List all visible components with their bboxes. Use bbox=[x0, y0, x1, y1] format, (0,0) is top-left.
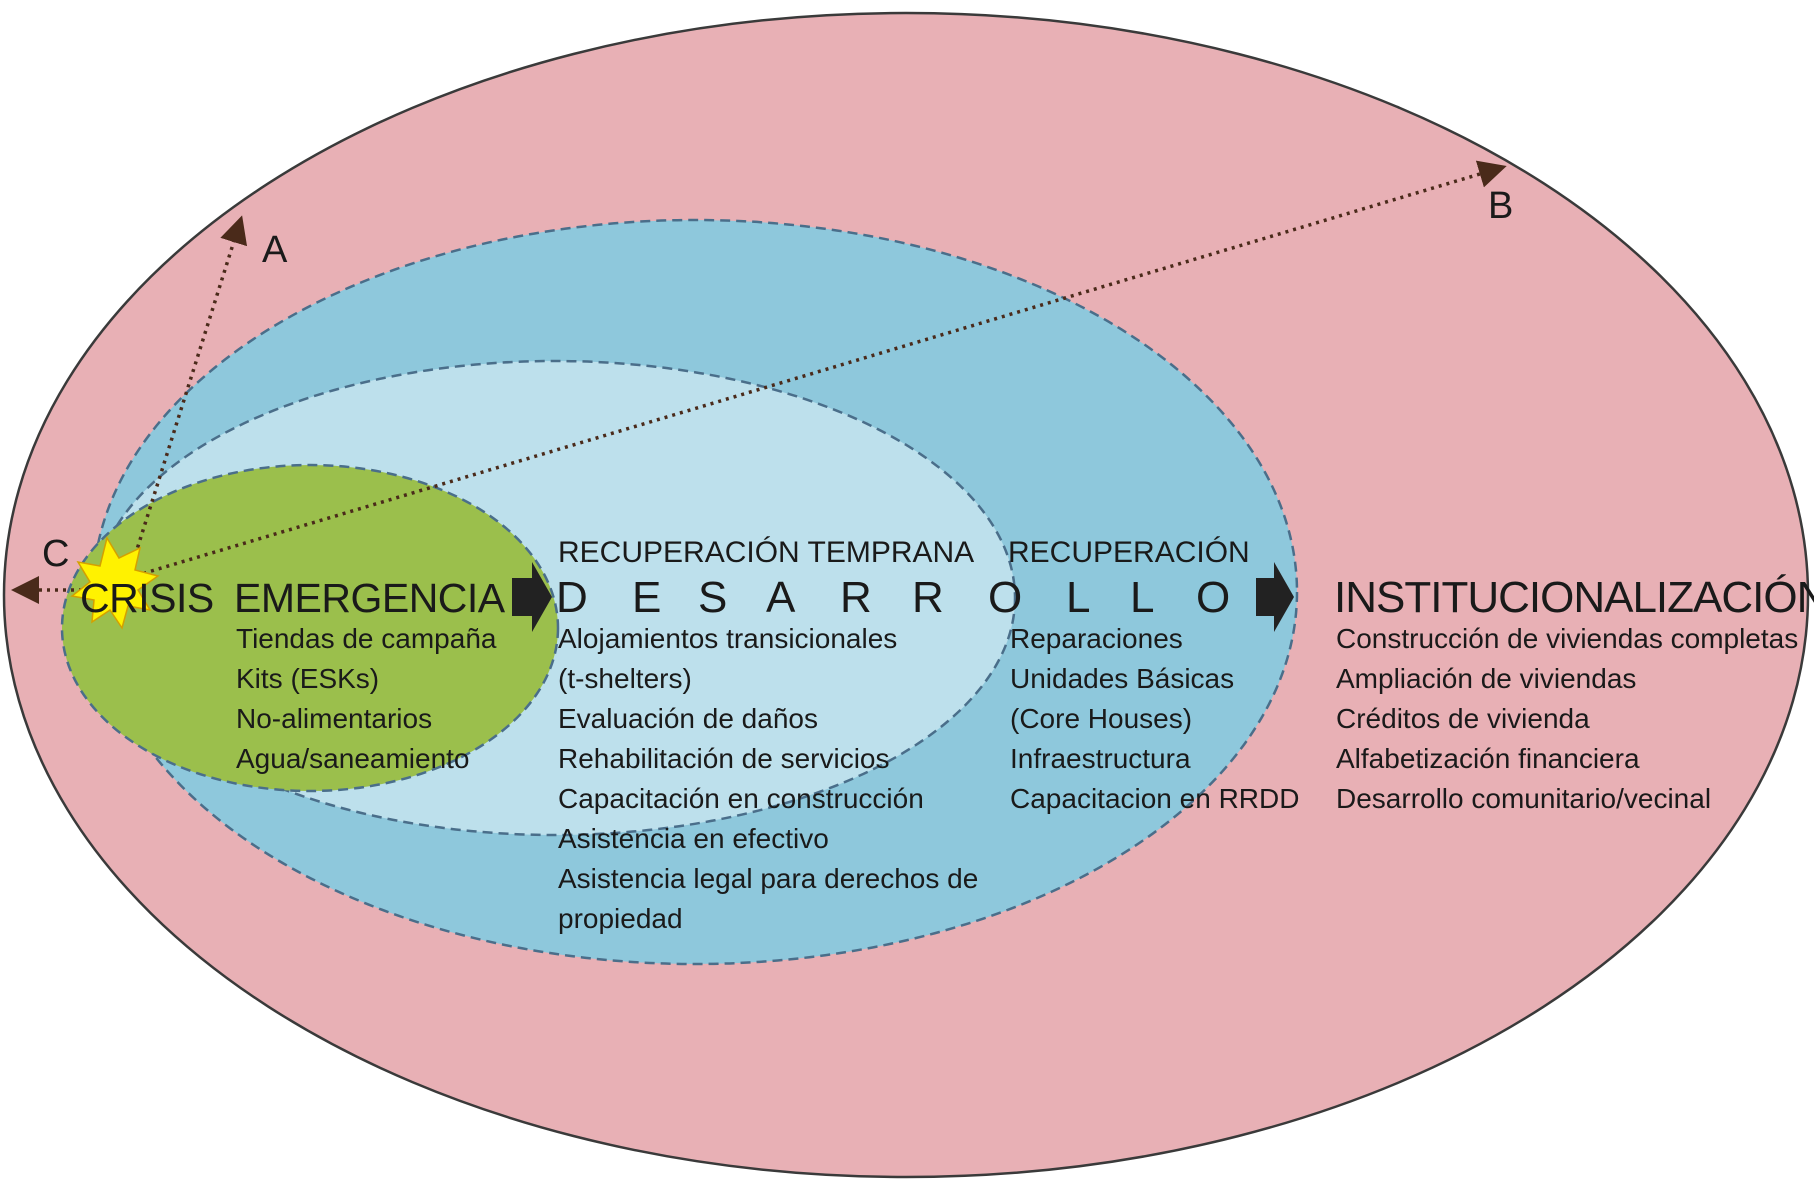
arrow-to-a bbox=[126, 215, 248, 579]
emergency-title: EMERGENCIA bbox=[234, 575, 506, 621]
institutionalization-item: Créditos de vivienda bbox=[1336, 703, 1590, 734]
desarrollo-letter: E bbox=[632, 573, 661, 622]
flow-arrow-desarrollo-to-institutionalization bbox=[1256, 562, 1294, 632]
institutionalization-item: Ampliación de viviendas bbox=[1336, 663, 1636, 694]
point-label-b: B bbox=[1488, 185, 1513, 227]
institutionalization-item: Alfabetización financiera bbox=[1336, 743, 1640, 774]
desarrollo-letter: R bbox=[912, 573, 944, 622]
desarrollo-letter: O bbox=[988, 573, 1022, 622]
emergency-ellipse bbox=[60, 463, 560, 793]
desarrollo-letter: O bbox=[1196, 573, 1230, 622]
desarrollo-letter: A bbox=[766, 573, 796, 622]
recovery-item: Reparaciones bbox=[1010, 623, 1183, 654]
desarrollo-letter: R bbox=[840, 573, 872, 622]
recovery-item: Infraestructura bbox=[1010, 743, 1191, 774]
emergency-item: Kits (ESKs) bbox=[236, 663, 379, 694]
emergency-item: No-alimentarios bbox=[236, 703, 432, 734]
flow-arrow-emergency-to-desarrollo bbox=[512, 562, 552, 632]
recovery-item: Capacitacion en RRDD bbox=[1010, 783, 1299, 814]
emergency-item: Tiendas de campaña bbox=[236, 623, 497, 654]
desarrollo-letter: L bbox=[1066, 573, 1090, 622]
crisis-star-icon bbox=[70, 536, 160, 630]
early-recovery-item: Evaluación de daños bbox=[558, 703, 818, 734]
desarrollo-letter: D bbox=[556, 573, 588, 622]
early-recovery-item: Asistencia legal para derechos de bbox=[558, 863, 978, 894]
arrow-to-b bbox=[127, 160, 1507, 580]
institutionalization-item: Desarrollo comunitario/vecinal bbox=[1336, 783, 1711, 814]
early-recovery-item: Capacitación en construcción bbox=[558, 783, 924, 814]
early-recovery-title: RECUPERACIÓN TEMPRANA bbox=[558, 536, 974, 569]
desarrollo-letter: S bbox=[698, 573, 727, 622]
early-recovery-item: (t-shelters) bbox=[558, 663, 692, 694]
early-recovery-item: Asistencia en efectivo bbox=[558, 823, 829, 854]
recovery-title: RECUPERACIÓN bbox=[1008, 536, 1250, 569]
point-label-c: C bbox=[42, 533, 69, 575]
institutionalization-item: Construcción de viviendas completas bbox=[1336, 623, 1798, 654]
early-recovery-item: Alojamientos transicionales bbox=[558, 623, 897, 654]
early-recovery-item: propiedad bbox=[558, 903, 683, 934]
crisis-label: CRISIS bbox=[80, 575, 214, 621]
early-recovery-item: Rehabilitación de servicios bbox=[558, 743, 890, 774]
recovery-item: Unidades Básicas bbox=[1010, 663, 1234, 694]
institutionalization-title: INSTITUCIONALIZACIÓN bbox=[1334, 573, 1814, 622]
emergency-item: Agua/saneamiento bbox=[236, 743, 470, 774]
point-label-a: A bbox=[262, 229, 288, 271]
desarrollo-letter: L bbox=[1130, 573, 1154, 622]
recovery-item: (Core Houses) bbox=[1010, 703, 1192, 734]
